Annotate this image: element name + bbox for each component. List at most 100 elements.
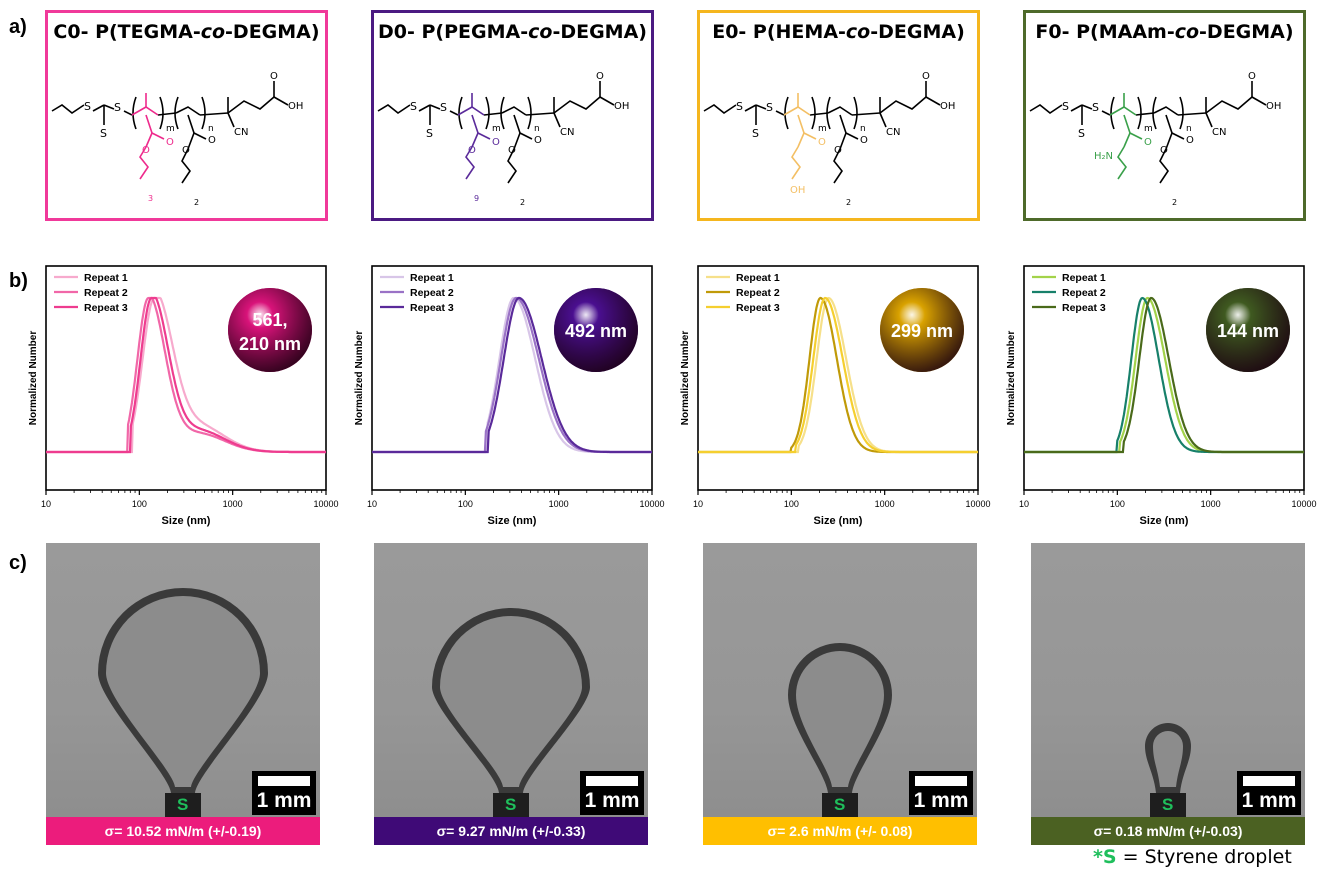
particle-size-label: 492 nm (565, 321, 627, 341)
sulfur-label: S (440, 101, 447, 114)
sulfur-label: S (1078, 127, 1085, 140)
comonomer-repeat-label: 9 (474, 194, 479, 203)
title-prefix: C0- P(TEGMA- (53, 21, 201, 43)
styrene-label: S (834, 795, 846, 814)
structure-title: F0- P(MAAm-co-DEGMA) (1026, 21, 1303, 43)
ester-oxygen-label: O (208, 135, 216, 146)
repeat-n-label: n (208, 124, 214, 134)
ester-oxygen-label: O (508, 145, 516, 156)
scale-bar-line (915, 776, 967, 786)
structure-title: C0- P(TEGMA-co-DEGMA) (48, 21, 325, 43)
comonomer-repeat-label: 3 (148, 194, 153, 203)
amide-label: H₂N (1094, 151, 1113, 162)
ester-oxygen-label: O (182, 145, 190, 156)
scale-bar: 1 mm (909, 771, 973, 815)
title-italic: co (1174, 21, 1200, 43)
degma-repeat-label: 2 (846, 198, 851, 207)
plot-frame (1023, 265, 1305, 491)
ester-oxygen-label: O (834, 145, 842, 156)
title-prefix: D0- P(PEGMA- (378, 21, 529, 43)
surface-tension-label: σ= 9.27 mN/m (+/-0.33) (374, 817, 648, 845)
sulfur-label: S (100, 127, 107, 140)
carbonyl-oxygen-label: O (922, 71, 930, 82)
sulfur-label: S (410, 100, 417, 113)
structure-title: D0- P(PEGMA-co-DEGMA) (374, 21, 651, 43)
ester-oxygen-label: O (534, 135, 542, 146)
x-tick-label: 1000 (549, 499, 569, 509)
droplet-drawing (432, 608, 590, 817)
droplet-interior (440, 616, 582, 787)
legend-label: Repeat 3 (410, 302, 454, 314)
droplet-photo-e0: 1 mm S (703, 543, 977, 817)
x-axis-label: Size (nm) (162, 515, 211, 527)
series-line-3 (1024, 296, 1304, 454)
title-suffix: -DEGMA) (870, 21, 965, 43)
sulfur-label: S (84, 100, 91, 113)
sulfur-label: S (426, 127, 433, 140)
repeat-n-label: n (1186, 124, 1192, 134)
particle-sphere-shading (554, 288, 638, 372)
acid-oh-label: OH (940, 101, 955, 112)
ester-oxygen-label: O (860, 135, 868, 146)
carbonyl-oxygen-label: O (1248, 71, 1256, 82)
needle-tip (822, 793, 858, 817)
sulfur-label: S (766, 101, 773, 114)
surface-tension-label: σ= 10.52 mN/m (+/-0.19) (46, 817, 320, 845)
nitrile-label: CN (1212, 127, 1226, 138)
sulfur-label: S (1062, 100, 1069, 113)
scale-bar-label: 1 mm (584, 789, 640, 812)
x-axis-label: Size (nm) (814, 515, 863, 527)
x-tick-label: 10000 (313, 499, 338, 509)
plot-frame (45, 265, 327, 491)
carbonyl-oxygen-label: O (596, 71, 604, 82)
needle-tip (1150, 793, 1186, 817)
backbone-ethyl (377, 104, 411, 114)
comonomer-carbonyl-label: O (818, 137, 826, 148)
particle-sphere-shading (1206, 288, 1290, 372)
y-axis-label: Normalized Number (1006, 331, 1017, 426)
sulfur-label: S (1092, 101, 1099, 114)
series-line-3 (372, 296, 652, 454)
nitrile-label: CN (560, 127, 574, 138)
x-tick-label: 100 (1110, 499, 1125, 509)
hydroxyl-label: OH (790, 185, 805, 196)
x-tick-label: 100 (458, 499, 473, 509)
repeat-m-label: m (1144, 124, 1153, 134)
degma-repeat-label: 2 (194, 198, 199, 207)
scale-bar: 1 mm (252, 771, 316, 815)
y-axis-label: Normalized Number (28, 331, 39, 426)
legend-label: Repeat 1 (1062, 272, 1106, 284)
particle-sphere-shading (228, 288, 312, 372)
particle-size-label: 144 nm (1217, 321, 1279, 341)
scale-bar: 1 mm (580, 771, 644, 815)
nitrile-label: CN (886, 127, 900, 138)
comonomer-carbonyl-label: O (166, 137, 174, 148)
legend-label: Repeat 1 (84, 272, 128, 284)
legend-label: Repeat 2 (736, 287, 780, 299)
x-axis-label: Size (nm) (488, 515, 537, 527)
needle-tip (493, 793, 529, 817)
ester-oxygen-label: O (1186, 135, 1194, 146)
title-italic: co (845, 21, 871, 43)
comonomer-oxygen-label: O (142, 145, 150, 156)
comonomer-carbonyl-label: O (1144, 137, 1152, 148)
title-prefix: E0- P(HEMA- (712, 21, 846, 43)
droplet-interior (106, 596, 260, 787)
sulfur-label: S (114, 101, 121, 114)
legend-label: Repeat 3 (736, 302, 780, 314)
title-italic: co (200, 21, 226, 43)
plot-frame (371, 265, 653, 491)
scale-bar-line (1243, 776, 1295, 786)
footnote-text: = Styrene droplet (1116, 846, 1292, 868)
legend-label: Repeat 1 (410, 272, 454, 284)
panel-label-a: a) (9, 16, 27, 38)
legend-label: Repeat 2 (1062, 287, 1106, 299)
